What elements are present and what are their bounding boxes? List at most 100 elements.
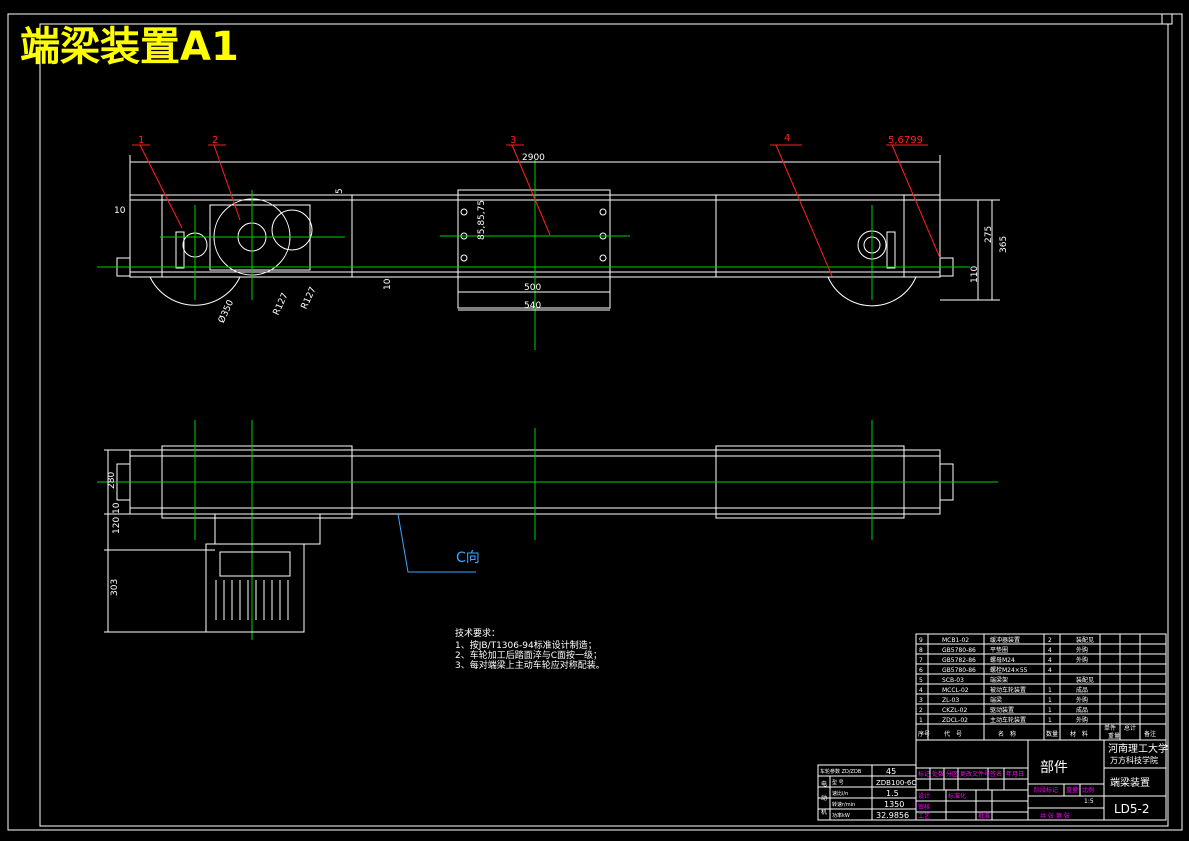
parts-row-code: MCCL-02 — [942, 687, 969, 694]
parts-row-material: 成品 — [1076, 706, 1088, 714]
parts-row-code: CKZL-02 — [942, 707, 967, 714]
svg-text:速比i/n: 速比i/n — [832, 790, 848, 797]
svg-text:批准: 批准 — [978, 812, 990, 820]
title-block: 部件 河南理工大学 万方科技学院 端梁装置 LD5-2 标记 处数 分区 更改文… — [915, 739, 1168, 821]
motor — [205, 543, 305, 633]
svg-text:5: 5 — [335, 188, 345, 194]
parts-header-qty: 数量 — [1046, 730, 1058, 738]
balloon-4: 4 — [784, 133, 790, 144]
svg-text:审核: 审核 — [918, 803, 930, 811]
svg-text:转速r/min: 转速r/min — [832, 801, 855, 808]
parts-row-qty: 4 — [1048, 667, 1052, 674]
parts-row-qty: 1 — [1048, 717, 1052, 724]
left-wheel — [149, 276, 241, 306]
svg-text:万方科技学院: 万方科技学院 — [1110, 755, 1158, 765]
parts-row-name: 螺栓M24×55 — [990, 666, 1028, 674]
drawing-name: 端梁装置 — [1110, 776, 1150, 789]
parts-row-code: SCB-03 — [942, 677, 964, 684]
svg-text:120 10: 120 10 — [112, 502, 122, 534]
svg-text:标准化: 标准化 — [948, 792, 966, 800]
parts-header-no: 序号 — [918, 730, 930, 738]
svg-text:技术要求：: 技术要求： — [455, 627, 500, 639]
svg-text:R127: R127 — [300, 286, 319, 311]
svg-text:110: 110 — [970, 266, 980, 283]
svg-text:分区: 分区 — [946, 770, 958, 778]
svg-text:1.5: 1.5 — [886, 789, 899, 798]
svg-text:32.9856: 32.9856 — [876, 811, 909, 820]
parts-header-weight: 重量 — [1108, 732, 1120, 740]
parts-row-material: 外购 — [1076, 656, 1088, 664]
parts-row-no: 1 — [919, 717, 923, 724]
parts-row-code: GB5782-86 — [942, 657, 976, 664]
parts-row-no: 3 — [919, 697, 923, 704]
svg-text:10: 10 — [114, 206, 126, 216]
parts-row-no: 5 — [919, 677, 923, 684]
parts-row-code: GB5780-86 — [942, 667, 976, 674]
parts-row-name: 被动车轮装置 — [990, 686, 1026, 694]
svg-text:275: 275 — [984, 226, 994, 243]
parts-row-qty: 4 — [1048, 657, 1052, 664]
parts-row-qty: 1 — [1048, 687, 1052, 694]
svg-text:R127: R127 — [272, 292, 291, 317]
parts-row-no: 4 — [919, 687, 923, 694]
svg-text:更改文件号: 更改文件号 — [960, 770, 990, 778]
parts-row-no: 8 — [919, 647, 923, 654]
svg-text:阶段标记: 阶段标记 — [1034, 786, 1058, 794]
svg-text:功率kW: 功率kW — [832, 812, 850, 819]
drawing-title: 端梁装置A1 — [20, 24, 239, 70]
svg-text:型 号: 型 号 — [832, 779, 844, 786]
parts-row-qty: 1 — [1048, 707, 1052, 714]
svg-text:1350: 1350 — [884, 800, 904, 809]
balloon-2: 2 — [212, 135, 218, 146]
svg-text:共 张 第 张: 共 张 第 张 — [1040, 812, 1070, 820]
balloon-1: 1 — [138, 135, 144, 146]
parts-row-no: 9 — [919, 637, 923, 644]
section-c-label: C向 — [456, 550, 480, 566]
category-label: 部件 — [1040, 760, 1068, 776]
parts-header-note: 备注 — [1144, 730, 1156, 738]
svg-text:车轮参数 ZD/ZDB: 车轮参数 ZD/ZDB — [820, 768, 862, 775]
svg-text:280: 280 — [107, 472, 117, 489]
parts-row-no: 6 — [919, 667, 923, 674]
svg-text:3、每对端梁上主动车轮应对称配装。: 3、每对端梁上主动车轮应对称配装。 — [455, 659, 605, 671]
svg-text:1、按JB/T1306-94标准设计制造；: 1、按JB/T1306-94标准设计制造； — [455, 639, 597, 651]
parts-row-material: 外购 — [1076, 716, 1088, 724]
parts-row-code: MCB1-02 — [942, 637, 969, 644]
svg-text:年月日: 年月日 — [1006, 770, 1024, 778]
parts-row-code: GB5780-86 — [942, 647, 976, 654]
parts-row-no: 2 — [919, 707, 923, 714]
parts-row-material: 装配见 — [1076, 636, 1094, 644]
svg-text:处数: 处数 — [932, 770, 944, 778]
parts-header-material: 材 料 — [1070, 730, 1088, 738]
parts-header-total: 总计 — [1124, 724, 1136, 732]
svg-text:Ø350: Ø350 — [216, 298, 236, 325]
svg-text:1:5: 1:5 — [1084, 798, 1094, 805]
parts-row-name: 端梁 — [990, 696, 1002, 704]
parts-row-name: 端梁架 — [990, 676, 1008, 684]
parts-row-qty: 1 — [1048, 697, 1052, 704]
parts-row-material: 装配见 — [1076, 676, 1094, 684]
svg-text:365: 365 — [999, 236, 1009, 253]
svg-text:标记: 标记 — [918, 770, 930, 778]
parts-row-material: 外购 — [1076, 696, 1088, 704]
balloon-3: 3 — [510, 135, 516, 146]
svg-text:85,85,75: 85,85,75 — [477, 200, 487, 240]
parts-row-code: ZL-03 — [942, 697, 959, 704]
svg-text:设计: 设计 — [918, 792, 930, 800]
drawing-number: LD5-2 — [1114, 802, 1150, 816]
parts-header-single: 单件 — [1104, 724, 1116, 732]
parts-row-qty: 4 — [1048, 647, 1052, 654]
outer-border — [7, 13, 1183, 831]
connection-plate — [457, 189, 611, 309]
parts-row-name: 缓冲器装置 — [990, 636, 1020, 644]
parts-row-qty: 2 — [1048, 637, 1052, 644]
svg-text:机: 机 — [821, 808, 827, 816]
parts-row-name: 平垫圈 — [990, 646, 1008, 654]
svg-text:重量: 重量 — [1066, 786, 1078, 794]
svg-text:ZDB100-6C: ZDB100-6C — [876, 779, 916, 787]
balloon-5-6799: 5,6799 — [888, 135, 923, 146]
parts-row-material: 成品 — [1076, 686, 1088, 694]
parts-header-name: 名 称 — [998, 730, 1016, 738]
svg-text:电: 电 — [821, 780, 827, 788]
